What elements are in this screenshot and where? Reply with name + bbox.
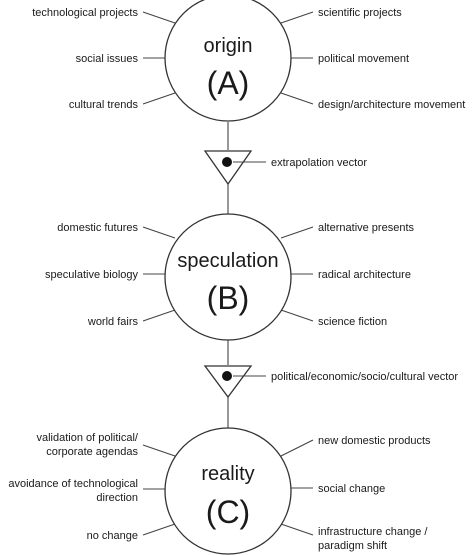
node-letter: (C) <box>206 494 250 530</box>
node-title: speculation <box>177 250 278 272</box>
left-label: cultural trends <box>69 99 139 111</box>
spoke <box>142 523 176 536</box>
left-label: world fairs <box>87 316 139 328</box>
spoke <box>142 92 176 105</box>
right-label: scientific projects <box>318 7 402 19</box>
right-label: alternative presents <box>318 222 414 234</box>
right-label: political movement <box>318 53 409 65</box>
vector-political: political/economic/socio/cultural vector <box>203 365 458 399</box>
spoke <box>280 226 314 239</box>
spoke <box>280 11 314 24</box>
right-label: science fiction <box>318 316 387 328</box>
left-label: social issues <box>76 53 139 65</box>
vector-label: political/economic/socio/cultural vector <box>271 371 458 383</box>
node-title: reality <box>201 463 254 485</box>
right-label: social change <box>318 483 385 495</box>
spoke <box>142 309 176 322</box>
right-label: new domestic products <box>318 435 431 447</box>
node-letter: (A) <box>207 65 250 101</box>
left-label: technological projects <box>32 7 138 19</box>
spoke <box>280 439 314 457</box>
left-label: speculative biology <box>45 269 138 281</box>
spoke <box>142 226 176 239</box>
left-label: direction <box>96 492 138 504</box>
node-circle-b <box>164 213 292 341</box>
dot-marker <box>222 157 232 167</box>
node-speculation: speculation (B) domestic futures specula… <box>45 213 414 341</box>
spoke <box>142 444 176 457</box>
right-label: design/architecture movement <box>318 99 465 111</box>
node-reality: reality (C) validation of political/ cor… <box>8 427 431 555</box>
right-label: radical architecture <box>318 269 411 281</box>
spoke <box>142 11 176 24</box>
left-label: domestic futures <box>57 222 138 234</box>
vector-extrapolation: extrapolation vector <box>203 150 367 186</box>
left-label: corporate agendas <box>46 446 138 458</box>
node-origin: origin (A) technological projects social… <box>32 0 465 122</box>
node-letter: (B) <box>207 280 250 316</box>
node-title: origin <box>204 35 253 57</box>
spoke <box>280 523 314 536</box>
vector-label: extrapolation vector <box>271 157 367 169</box>
dot-marker <box>222 371 232 381</box>
right-label: paradigm shift <box>318 540 387 552</box>
spoke <box>280 92 314 105</box>
left-label: avoidance of technological <box>8 478 138 490</box>
node-circle-c <box>164 427 292 555</box>
left-label: validation of political/ <box>36 432 138 444</box>
left-label: no change <box>87 530 138 542</box>
right-label: infrastructure change / <box>318 526 428 538</box>
triangle-marker <box>203 365 253 399</box>
node-circle-a <box>164 0 292 122</box>
spoke <box>280 309 314 322</box>
triangle-marker <box>203 150 253 186</box>
